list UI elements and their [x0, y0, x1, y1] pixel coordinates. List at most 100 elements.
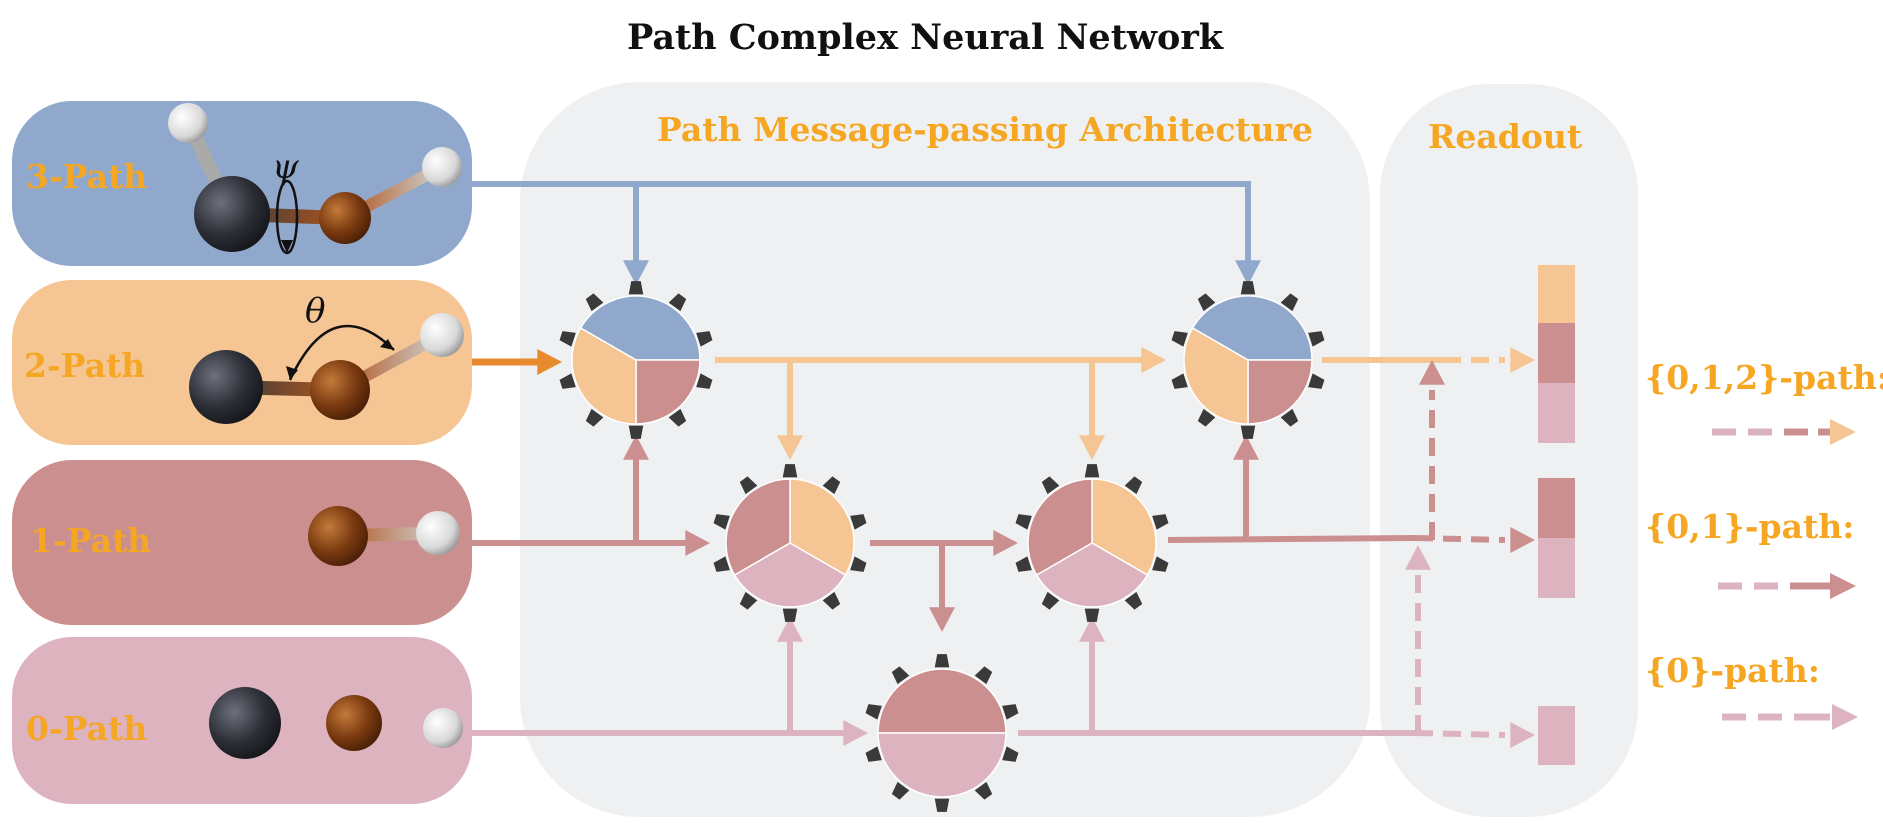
message-passing-panel: [520, 82, 1370, 817]
gear-tooth: [1240, 425, 1256, 439]
path3-molecule: ψ: [168, 103, 462, 255]
gear-tooth: [865, 704, 882, 720]
psi-symbol: ψ: [272, 147, 299, 187]
gear-tooth: [713, 514, 730, 530]
arrow-icon: [623, 435, 649, 460]
legend-label-0: {0}-path:: [1645, 651, 1820, 690]
gear-tooth: [1124, 476, 1143, 495]
arrow-icon: [1141, 347, 1166, 373]
gear-tooth: [1152, 514, 1169, 530]
arrow-icon: [929, 607, 955, 632]
readout-bar-segment-path0: [1538, 538, 1575, 598]
atom-icon: [326, 695, 382, 751]
connection-line: [1167, 535, 1416, 543]
gear-tooth: [1197, 293, 1216, 312]
arrow-icon: [1832, 704, 1858, 730]
gear-segment: [1191, 295, 1313, 361]
atom-icon: [423, 708, 463, 748]
legend-label-012: {0,1,2}-path:: [1645, 358, 1883, 397]
arrow-icon: [993, 530, 1018, 556]
gear-tooth: [934, 654, 950, 668]
arrow-icon: [1079, 617, 1105, 642]
atom-icon: [416, 511, 460, 555]
gear-segment: [789, 478, 855, 577]
gear-segment: [1035, 542, 1149, 608]
path3-label: 3-Path: [26, 157, 147, 196]
path2-label: 2-Path: [24, 346, 145, 385]
arrow-icon: [1510, 527, 1535, 553]
arrow-icon: [1233, 435, 1259, 460]
gear-tooth: [559, 331, 576, 347]
gear-segment: [733, 542, 847, 608]
path0-label: 0-Path: [26, 709, 147, 748]
gear-segment: [1027, 478, 1093, 577]
readout-panel: [1380, 84, 1638, 817]
gear-segment: [877, 732, 1007, 798]
gear-tooth: [865, 746, 882, 762]
diagram-title: Path Complex Neural Network: [627, 17, 1224, 58]
gear-tooth: [822, 476, 841, 495]
readout-bar-segment-path1: [1538, 478, 1575, 538]
atom-icon: [189, 350, 263, 424]
gear-tooth: [696, 373, 713, 389]
arrow-icon: [777, 617, 803, 642]
legend-label-01: {0,1}-path:: [1645, 507, 1854, 546]
gear-icon: [865, 654, 1019, 812]
gear-tooth: [739, 476, 758, 495]
gear-tooth: [1280, 408, 1299, 427]
atom-icon: [422, 147, 462, 187]
atom-icon: [420, 313, 464, 357]
gear-segment: [579, 295, 701, 361]
path1-label: 1-Path: [30, 521, 151, 560]
gear-segment: [635, 359, 701, 425]
gear-icon: [713, 464, 867, 622]
arrow-icon: [843, 720, 868, 746]
connection-line: [472, 181, 1251, 262]
arrow-icon: [685, 530, 710, 556]
gear-tooth: [585, 408, 604, 427]
arrow-icon: [1510, 347, 1535, 373]
arrow-icon: [1079, 435, 1105, 460]
gear-tooth: [782, 608, 798, 622]
gear-icon: [1015, 464, 1169, 622]
gear-tooth: [1171, 373, 1188, 389]
path0-molecule: [209, 687, 463, 759]
angle-arc-icon: [288, 324, 395, 381]
gear-tooth: [1002, 704, 1019, 720]
gear-tooth: [628, 425, 644, 439]
gear-tooth: [628, 281, 644, 295]
gear-tooth: [1171, 331, 1188, 347]
arrow-icon: [537, 349, 562, 375]
gear-tooth: [782, 464, 798, 478]
gear-segment: [1183, 326, 1249, 425]
gear-icon: [1171, 281, 1325, 439]
gear-tooth: [891, 781, 910, 800]
path2-molecule: θ: [189, 291, 464, 424]
gear-tooth: [1015, 556, 1032, 572]
gear-tooth: [739, 591, 758, 610]
gear-tooth: [668, 408, 687, 427]
gear-tooth: [850, 514, 867, 530]
arrow-icon: [1235, 260, 1261, 285]
gear-icon: [559, 281, 713, 439]
gear-tooth: [822, 591, 841, 610]
gear-segment: [571, 326, 637, 425]
atom-icon: [209, 687, 281, 759]
message-passing-gears: [559, 281, 1325, 812]
readout-bars: [1538, 265, 1575, 765]
theta-symbol: θ: [305, 291, 325, 331]
connection-line: [1414, 730, 1506, 738]
atom-icon: [310, 360, 370, 420]
legend-arrows: [1712, 419, 1858, 730]
path1-molecule: [308, 506, 460, 566]
gear-tooth: [974, 781, 993, 800]
arrow-icon: [1830, 573, 1856, 599]
gear-tooth: [1084, 464, 1100, 478]
gear-tooth: [696, 331, 713, 347]
gear-tooth: [1308, 373, 1325, 389]
gear-tooth: [585, 293, 604, 312]
gear-tooth: [1041, 591, 1060, 610]
readout-bar-segment-path0: [1538, 383, 1575, 443]
arrow-icon: [777, 435, 803, 460]
